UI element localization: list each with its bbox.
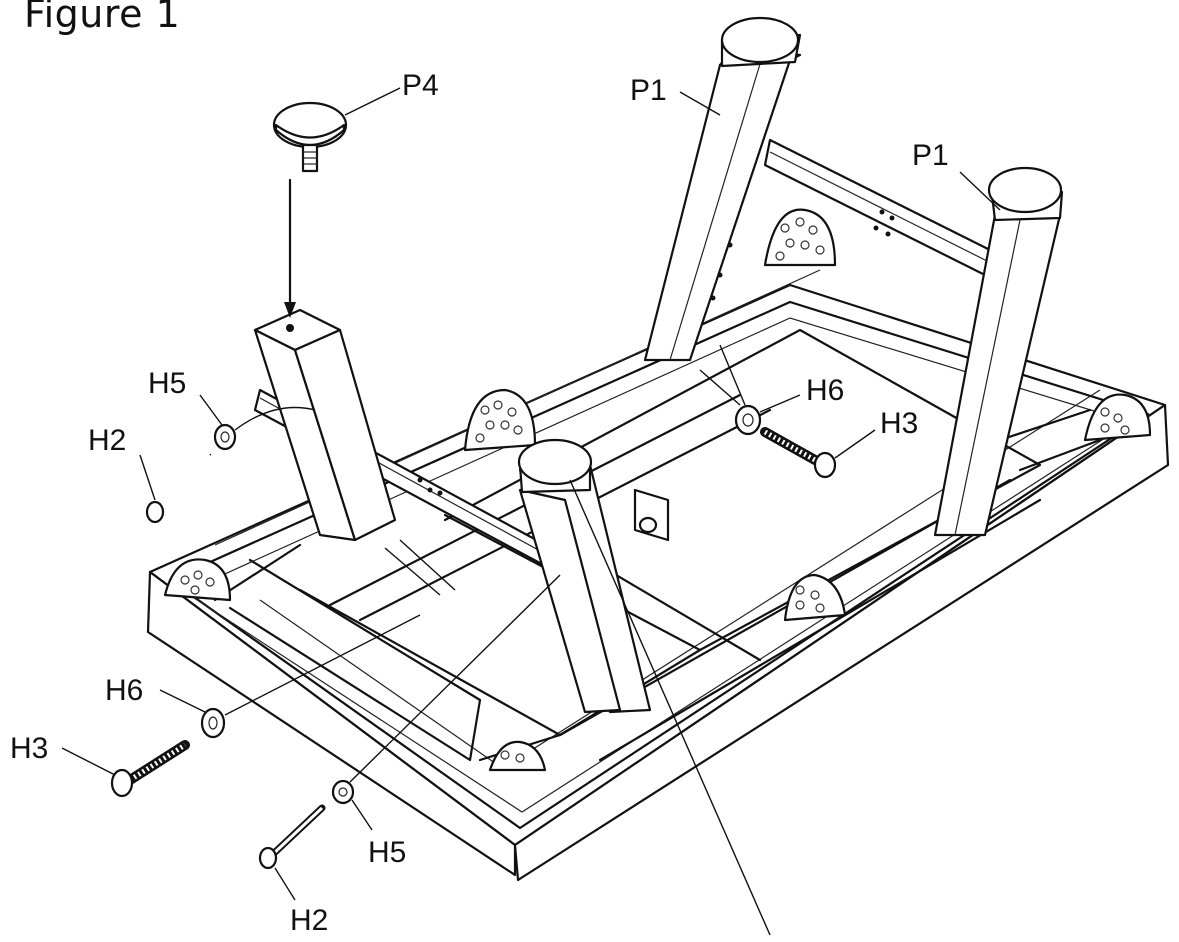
callout-h2-top: H2 <box>88 424 156 501</box>
leg-p1-right <box>933 166 1064 537</box>
table-top <box>146 269 1170 882</box>
h2-bolt-upper <box>145 453 212 524</box>
figure-title: Figure 1 <box>24 0 181 36</box>
callout-h6-top-label: H6 <box>806 374 844 407</box>
callout-h2-top-label: H2 <box>88 424 126 457</box>
callout-p1-right-label: P1 <box>912 139 949 172</box>
leg-p1-back <box>643 16 802 362</box>
h3-bolt-lower <box>110 740 190 798</box>
callout-p1-back: P1 <box>630 74 721 116</box>
callout-h3-bottom-label: H3 <box>10 732 48 765</box>
callout-p4-label: P4 <box>402 69 439 102</box>
corner-bracket <box>633 488 670 542</box>
callout-h3-bottom: H3 <box>10 732 116 776</box>
h2-bolt-lower <box>258 804 326 870</box>
callout-h5-bottom-label: H5 <box>368 836 406 869</box>
callout-p1-right: P1 <box>912 139 1001 211</box>
callout-p1-back-label: P1 <box>630 74 667 107</box>
h5-washer-upper <box>213 423 237 451</box>
h6-washer-lower <box>200 707 226 739</box>
leg-front <box>517 438 652 714</box>
callout-h6-bottom-label: H6 <box>105 674 143 707</box>
h5-washer-lower <box>331 779 355 805</box>
callout-h2-bottom: H2 <box>274 867 328 937</box>
callout-h6-top: H6 <box>759 374 844 413</box>
callout-h3-top-label: H3 <box>880 407 918 440</box>
leg-left <box>253 308 397 542</box>
callout-h2-bottom-label: H2 <box>290 904 328 937</box>
callout-h3-top: H3 <box>834 407 918 459</box>
p4-foot <box>272 101 348 318</box>
callout-h5-bottom: H5 <box>351 799 406 869</box>
callout-h6-bottom: H6 <box>105 674 206 713</box>
callout-h5-top: H5 <box>148 367 223 426</box>
callout-h5-top-label: H5 <box>148 367 186 400</box>
h6-washer-upper <box>734 404 762 436</box>
callout-p4: P4 <box>344 69 439 116</box>
h3-bolt-upper <box>760 427 837 479</box>
corner-pads <box>163 208 1152 772</box>
